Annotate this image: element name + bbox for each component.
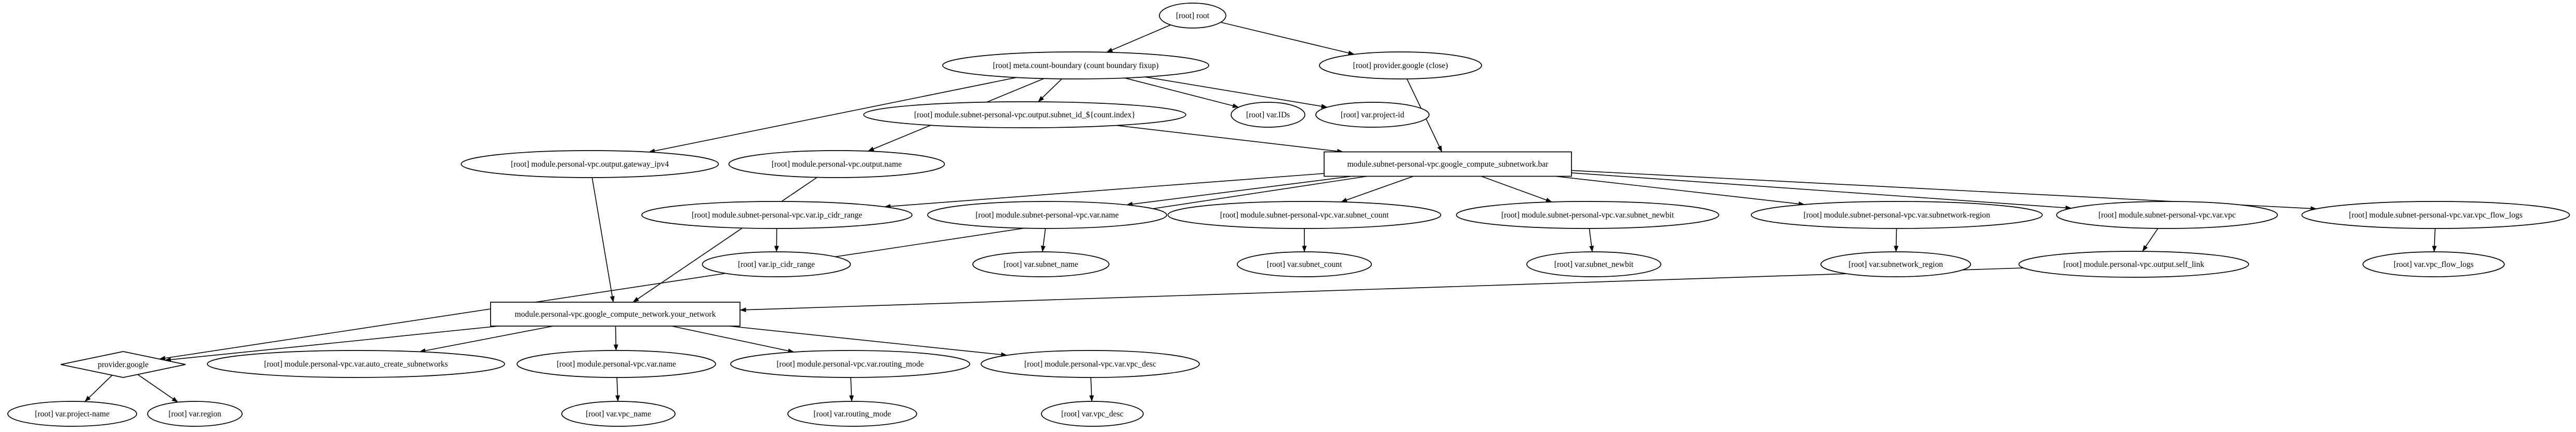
node-label: [root] var.subnet_count xyxy=(1267,260,1342,269)
graph-node-var_routing_mode: [root] var.routing_mode xyxy=(788,401,917,426)
node-label: [root] module.subnet-personal-vpc.var.su… xyxy=(1220,211,1389,220)
node-label: [root] var.subnet_newbit xyxy=(1554,260,1634,269)
edge-subnet_output_subnet_id-to-bar xyxy=(1116,126,1343,152)
edge-sv_vpc-to-pv_output_self_link xyxy=(2143,228,2158,251)
graph-node-var_project_id: [root] var.project-id xyxy=(1316,102,1429,127)
graph-node-pv_output_self_link: [root] module.personal-vpc.output.self_l… xyxy=(2019,251,2249,277)
edge-root-to-provider_google_close xyxy=(1221,22,1354,55)
node-label: [root] var.routing_mode xyxy=(814,410,891,419)
graph-node-sv_vpc: [root] module.subnet-personal-vpc.var.vp… xyxy=(2057,201,2278,228)
graph-node-pv_name: [root] module.personal-vpc.var.name xyxy=(517,350,716,377)
node-label: provider.google xyxy=(98,360,149,369)
node-label: module.personal-vpc.google_compute_netwo… xyxy=(515,310,716,319)
node-label: [root] var.vpc_name xyxy=(586,410,651,419)
graph-node-var_region: [root] var.region xyxy=(148,401,242,426)
edge-pv_vpc_desc-to-var_vpc_desc xyxy=(1091,377,1092,401)
graph-node-var_vpc_flow_logs: [root] var.vpc_flow_logs xyxy=(2363,252,2504,277)
edge-bar-to-sv_subnet_newbit xyxy=(1482,177,1552,203)
graph-node-sv_ip_cidr_range: [root] module.subnet-personal-vpc.var.ip… xyxy=(642,201,912,228)
graph-node-root: [root] root xyxy=(1159,3,1226,28)
graph-node-var_subnet_name: [root] var.subnet_name xyxy=(973,252,1109,277)
edge-sv_vpc_flow_logs-to-var_vpc_flow_logs xyxy=(2434,228,2435,252)
graph-node-bar: module.subnet-personal-vpc.google_comput… xyxy=(1324,152,1571,177)
node-label: [root] meta.count-boundary (count bounda… xyxy=(993,61,1159,70)
edge-pv_output_self_link-to-your_network xyxy=(740,268,2024,310)
graph-node-sv_subnet_newbit: [root] module.subnet-personal-vpc.var.su… xyxy=(1457,201,1719,228)
node-label: [root] module.subnet-personal-vpc.var.su… xyxy=(1501,211,1674,220)
node-label: [root] var.project-id xyxy=(1341,111,1404,119)
edge-pv_output_gateway_ipv4-to-your_network xyxy=(592,178,613,302)
node-label: [root] var.ip_cidr_range xyxy=(738,260,815,269)
graph-node-var_subnetwork_region: [root] var.subnetwork_region xyxy=(1821,252,1971,277)
node-label: [root] var.vpc_desc xyxy=(1061,410,1124,419)
graph-node-var_ids: [root] var.IDs xyxy=(1231,102,1305,127)
node-label: [root] root xyxy=(1176,11,1210,20)
node-label: [root] var.region xyxy=(168,410,221,419)
graph-node-provider_google: provider.google xyxy=(61,352,186,377)
edge-sv_subnetwork_region-to-var_subnetwork_region xyxy=(1896,228,1897,252)
graph-node-pv_output_name: [root] module.personal-vpc.output.name xyxy=(729,151,945,178)
graph-node-sv_vpc_flow_logs: [root] module.subnet-personal-vpc.var.vp… xyxy=(2302,201,2570,228)
node-label: [root] module.subnet-personal-vpc.var.vp… xyxy=(2098,211,2236,220)
edge-meta_count_boundary-to-var_ids xyxy=(1125,78,1238,107)
node-label: [root] module.personal-vpc.var.routing_m… xyxy=(776,360,923,369)
node-label: [root] module.personal-vpc.var.vpc_desc xyxy=(1024,360,1156,369)
graph-node-sv_name: [root] module.subnet-personal-vpc.var.na… xyxy=(928,201,1167,228)
node-label: [root] module.personal-vpc.var.name xyxy=(557,360,676,369)
node-label: [root] module.subnet-personal-vpc.output… xyxy=(914,111,1135,119)
graph-node-subnet_output_subnet_id: [root] module.subnet-personal-vpc.output… xyxy=(864,102,1186,128)
node-label: [root] var.subnetwork_region xyxy=(1848,260,1943,269)
node-label: [root] module.personal-vpc.output.gatewa… xyxy=(511,160,669,169)
graph-node-pv_vpc_desc: [root] module.personal-vpc.var.vpc_desc xyxy=(981,350,1199,377)
graph-node-pv_auto_create_subnetworks: [root] module.personal-vpc.var.auto_crea… xyxy=(207,350,505,377)
edge-your_network-to-pv_auto_create_subnetworks xyxy=(419,326,553,352)
graph-node-meta_count_boundary: [root] meta.count-boundary (count bounda… xyxy=(943,52,1209,79)
node-label: [root] var.IDs xyxy=(1246,111,1290,119)
edge-root-to-meta_count_boundary xyxy=(1106,25,1170,52)
edge-bar-to-sv_subnet_count xyxy=(1341,177,1414,203)
graph-node-provider_google_close: [root] provider.google (close) xyxy=(1319,52,1482,79)
node-label: [root] provider.google (close) xyxy=(1353,61,1448,70)
graph-node-sv_subnetwork_region: [root] module.subnet-personal-vpc.var.su… xyxy=(1751,201,2042,228)
graph-node-var_vpc_desc: [root] var.vpc_desc xyxy=(1041,401,1143,426)
node-label: [root] module.subnet-personal-vpc.var.na… xyxy=(975,211,1119,220)
edge-provider_google-to-var_project_name xyxy=(85,375,112,402)
node-label: [root] var.vpc_flow_logs xyxy=(2394,260,2474,269)
node-label: [root] var.subnet_name xyxy=(1003,260,1078,269)
edge-pv_output_name-to-your_network xyxy=(633,178,817,302)
node-label: [root] module.personal-vpc.var.auto_crea… xyxy=(264,360,448,369)
edge-meta_count_boundary-to-var_project_id xyxy=(1145,77,1327,107)
graph-node-var_subnet_newbit: [root] var.subnet_newbit xyxy=(1527,252,1661,277)
nodes-layer: [root] root [root] meta.count-boundary (c… xyxy=(8,3,2570,426)
graph-node-pv_output_gateway_ipv4: [root] module.personal-vpc.output.gatewa… xyxy=(461,151,719,178)
edge-sv_subnet_newbit-to-var_subnet_newbit xyxy=(1589,228,1592,252)
edge-sv_name-to-var_subnet_name xyxy=(1042,228,1046,252)
edge-bar-to-sv_name xyxy=(1127,177,1352,205)
edge-your_network-to-pv_routing_mode xyxy=(671,326,794,352)
edge-pv_routing_mode-to-var_routing_mode xyxy=(851,377,852,401)
edge-meta_count_boundary-to-subnet_output_subnet_id xyxy=(1038,79,1062,102)
graph-node-var_project_name: [root] var.project-name xyxy=(8,401,137,426)
node-label: [root] module.personal-vpc.output.name xyxy=(772,160,902,169)
node-label: [root] module.subnet-personal-vpc.var.ip… xyxy=(692,211,862,220)
graph-node-var_vpc_name: [root] var.vpc_name xyxy=(562,401,675,426)
node-label: module.subnet-personal-vpc.google_comput… xyxy=(1348,160,1549,169)
graph-node-sv_subnet_count: [root] module.subnet-personal-vpc.var.su… xyxy=(1168,201,1441,228)
node-label: [root] module.subnet-personal-vpc.var.vp… xyxy=(2349,211,2522,220)
node-label: [root] module.personal-vpc.output.self_l… xyxy=(2063,260,2204,269)
node-label: [root] var.project-name xyxy=(35,410,110,419)
graph-node-your_network: module.personal-vpc.google_compute_netwo… xyxy=(491,302,740,326)
graph-node-pv_routing_mode: [root] module.personal-vpc.var.routing_m… xyxy=(731,350,970,377)
graph-node-var_subnet_count: [root] var.subnet_count xyxy=(1237,252,1371,277)
edge-provider_google-to-var_region xyxy=(138,374,178,402)
node-label: [root] module.subnet-personal-vpc.var.su… xyxy=(1804,211,1990,220)
graph-node-var_ip_cidr_range: [root] var.ip_cidr_range xyxy=(703,252,851,277)
edge-pv_name-to-var_vpc_name xyxy=(617,377,618,401)
